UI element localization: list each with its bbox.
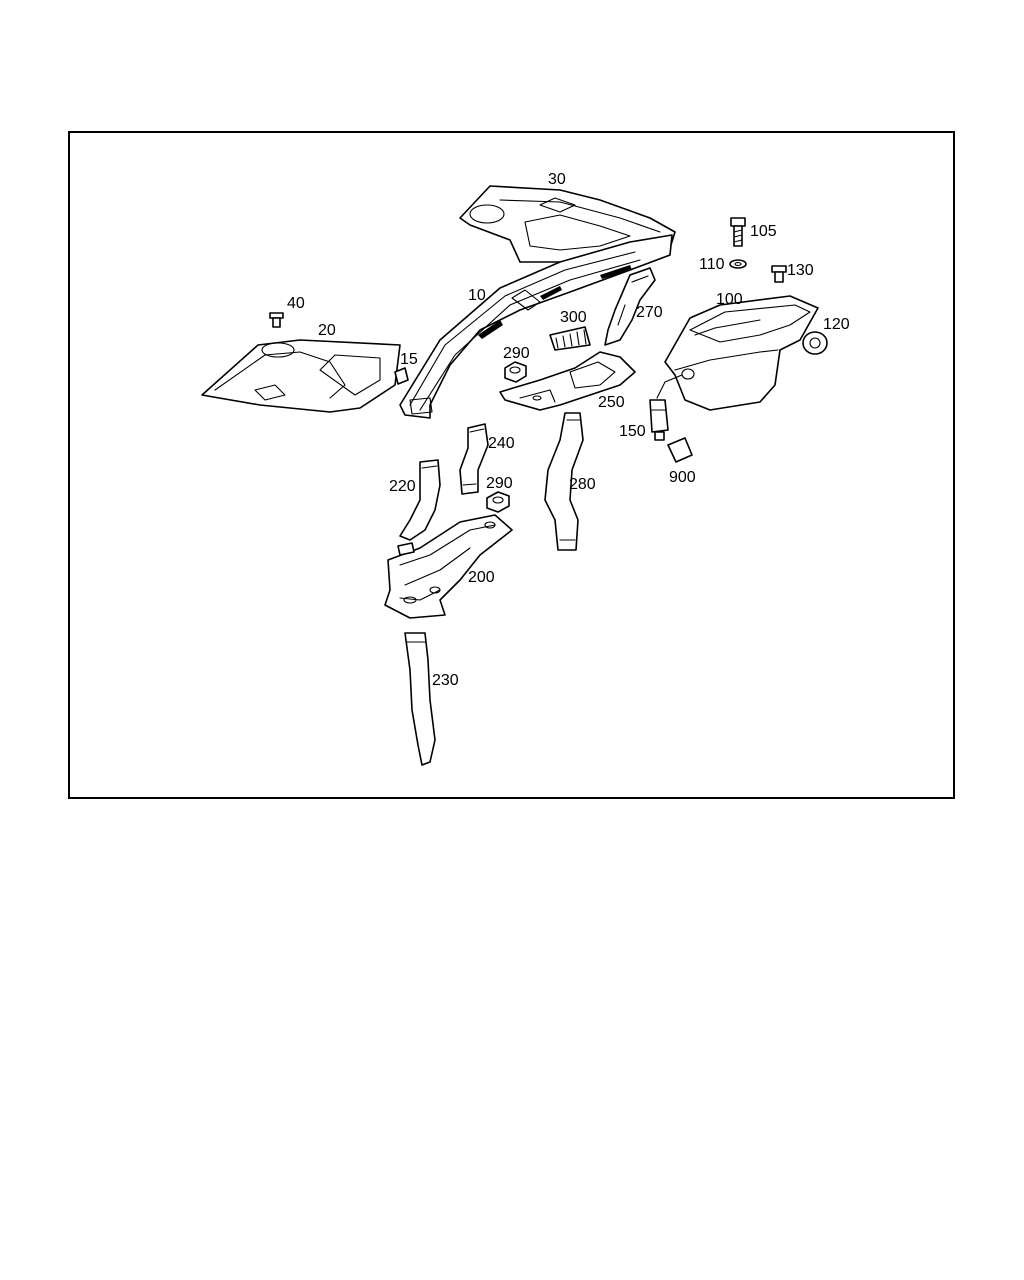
part-240-duct[interactable] [459,423,489,495]
part-100-reservoir[interactable] [656,295,819,411]
label-10: 10 [468,287,486,304]
part-290-nut-upper[interactable] [504,361,527,383]
label-105: 105 [750,223,777,240]
label-280: 280 [569,476,596,493]
part-150-pump[interactable] [649,399,669,441]
label-290-upper: 290 [503,345,530,362]
label-900: 900 [669,469,696,486]
part-40-bolt[interactable] [269,312,284,328]
part-110-washer[interactable] [729,259,747,269]
label-230: 230 [432,672,459,689]
label-150: 150 [619,423,646,440]
part-200-bracket[interactable] [384,514,513,619]
label-300: 300 [560,309,587,326]
part-130-bolt[interactable] [771,265,787,283]
label-100: 100 [716,291,743,308]
label-270: 270 [636,304,663,321]
label-200: 200 [468,569,495,586]
label-110: 110 [699,256,725,273]
part-120-grommet[interactable] [802,331,828,355]
part-15-clip[interactable] [394,367,409,385]
part-250-bracket[interactable] [499,351,636,411]
label-130: 130 [787,262,814,279]
label-250: 250 [598,394,625,411]
label-15: 15 [400,351,418,368]
part-270-duct[interactable] [604,267,656,346]
label-40: 40 [287,295,305,312]
part-220-duct[interactable] [399,459,441,541]
diagram-frame [68,131,955,799]
part-20-cover-panel[interactable] [201,339,401,413]
part-280-duct[interactable] [544,412,584,551]
part-300-grille[interactable] [549,326,591,351]
part-290-nut-lower[interactable] [486,491,510,513]
label-290-lower: 290 [486,475,513,492]
part-10-cowl-strip[interactable] [399,234,673,419]
part-900-connector[interactable] [667,437,693,463]
label-120: 120 [823,316,850,333]
label-20: 20 [318,322,336,339]
label-30: 30 [548,171,566,188]
label-220: 220 [389,478,416,495]
part-105-bolt[interactable] [730,217,746,247]
label-240: 240 [488,435,515,452]
part-230-duct[interactable] [404,632,436,766]
